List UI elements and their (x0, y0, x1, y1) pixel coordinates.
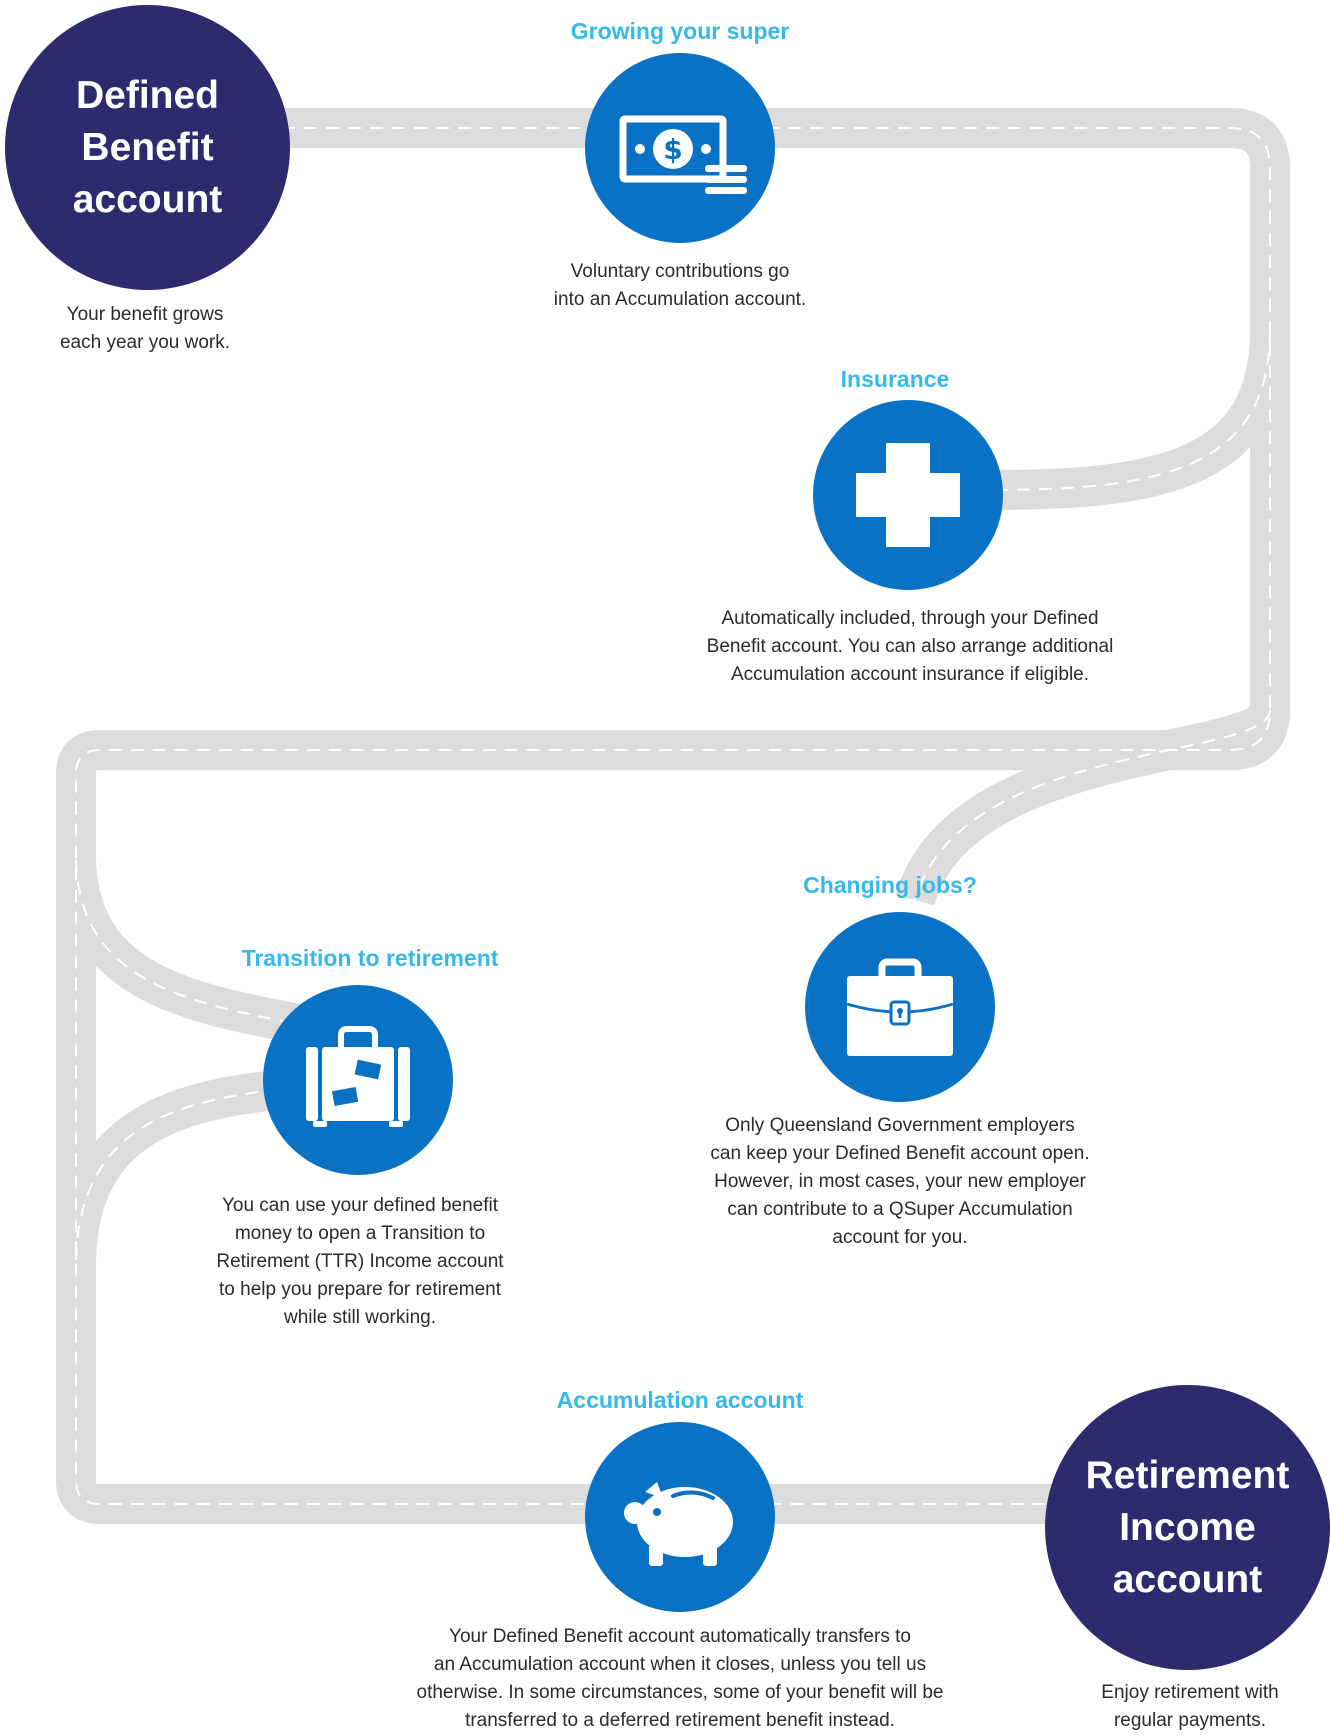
start-circle: Defined Benefit account (5, 5, 290, 290)
step-heading-changing-jobs: Changing jobs? (803, 872, 977, 898)
suitcase-icon (306, 1026, 410, 1127)
end-circle: Retirement Income account (1045, 1385, 1330, 1670)
step-circle-transition (263, 985, 453, 1175)
step-description-transition: You can use your defined benefit money t… (216, 1195, 504, 1328)
step-description-accumulation: Your Defined Benefit account automatical… (416, 1626, 944, 1731)
step-heading-transition: Transition to retirement (241, 945, 499, 971)
medical-cross-icon (856, 443, 960, 547)
step-heading-accumulation: Accumulation account (556, 1387, 804, 1413)
briefcase-icon (846, 958, 954, 1056)
step-heading-growing: Growing your super (570, 18, 790, 44)
step-description-insurance: Automatically included, through your Def… (706, 608, 1114, 685)
step-circle-growing: $ (585, 53, 775, 243)
step-heading-insurance: Insurance (840, 366, 950, 392)
step-circle-accumulation (585, 1422, 775, 1612)
end-description: Enjoy retirement with regular payments. (1101, 1682, 1279, 1731)
step-description-changing-jobs: Only Queensland Government employers can… (710, 1115, 1090, 1248)
step-circle-changing-jobs (805, 912, 995, 1102)
start-title: Defined Benefit account (72, 73, 223, 221)
end-title: Retirement Income account (1085, 1453, 1290, 1601)
start-description: Your benefit grows each year you work. (59, 304, 231, 353)
step-circle-insurance (813, 400, 1003, 590)
step-description-growing: Voluntary contributions go into an Accum… (553, 261, 807, 310)
money-icon: $ (619, 115, 747, 194)
svg-text:$: $ (663, 133, 682, 166)
piggy-bank-icon (624, 1482, 733, 1566)
